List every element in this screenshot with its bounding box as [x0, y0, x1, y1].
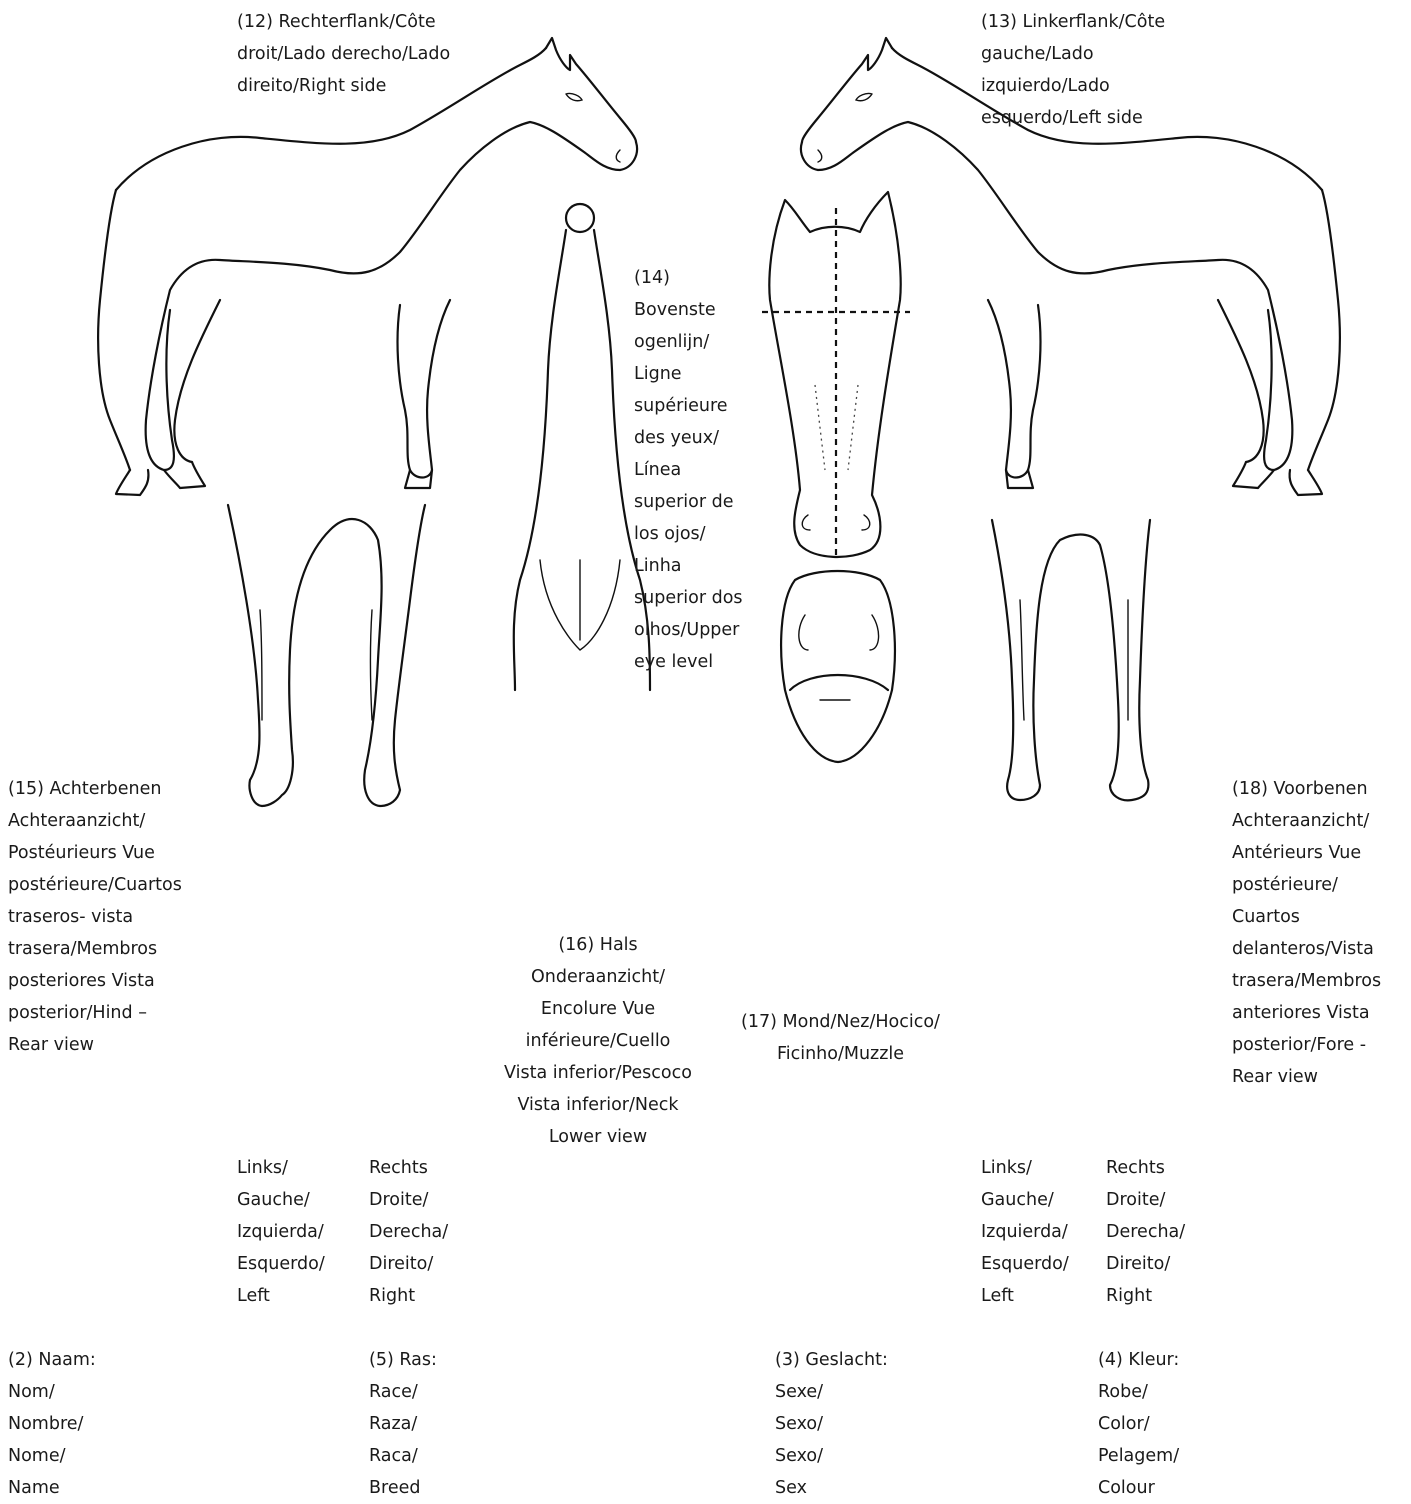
sex-field-label: (3) Geslacht: Sexe/ Sexo/ Sexo/ Sex: [775, 1344, 888, 1504]
neck-lower-drawing: [514, 204, 650, 690]
left-side-label: (13) Linkerflank/Côte gauche/Lado izquie…: [981, 6, 1165, 134]
breed-field-label: (5) Ras: Race/ Raza/ Raca/ Breed: [369, 1344, 437, 1504]
muzzle-drawing: [781, 571, 895, 762]
fore-legs-rear-drawing: [992, 520, 1150, 800]
hind-rear-label: (15) Achterbenen Achteraanzicht/ Postéur…: [8, 773, 182, 1061]
name-field-label: (2) Naam: Nom/ Nombre/ Nome/ Name: [8, 1344, 96, 1504]
right-side-label: (12) Rechterflank/Côte droit/Lado derech…: [237, 6, 450, 102]
fore-right-label: Rechts Droite/ Derecha/ Direito/ Right: [1106, 1152, 1185, 1312]
horse-right-side-drawing: [98, 38, 637, 495]
head-front-drawing: [762, 192, 910, 560]
fore-rear-label: (18) Voorbenen Achteraanzicht/ Antérieur…: [1232, 773, 1381, 1093]
muzzle-label: (17) Mond/Nez/Hocico/ Ficinho/Muzzle: [728, 1006, 953, 1070]
hind-legs-rear-drawing: [228, 505, 425, 806]
hind-right-label: Rechts Droite/ Derecha/ Direito/ Right: [369, 1152, 448, 1312]
neck-lower-label: (16) Hals Onderaanzicht/ Encolure Vue in…: [488, 929, 708, 1153]
fore-left-label: Links/ Gauche/ Izquierda/ Esquerdo/ Left: [981, 1152, 1069, 1312]
colour-field-label: (4) Kleur: Robe/ Color/ Pelagem/ Colour: [1098, 1344, 1179, 1504]
eye-level-label: (14) Bovenste ogenlijn/ Ligne supérieure…: [634, 262, 743, 678]
hind-left-label: Links/ Gauche/ Izquierda/ Esquerdo/ Left: [237, 1152, 325, 1312]
